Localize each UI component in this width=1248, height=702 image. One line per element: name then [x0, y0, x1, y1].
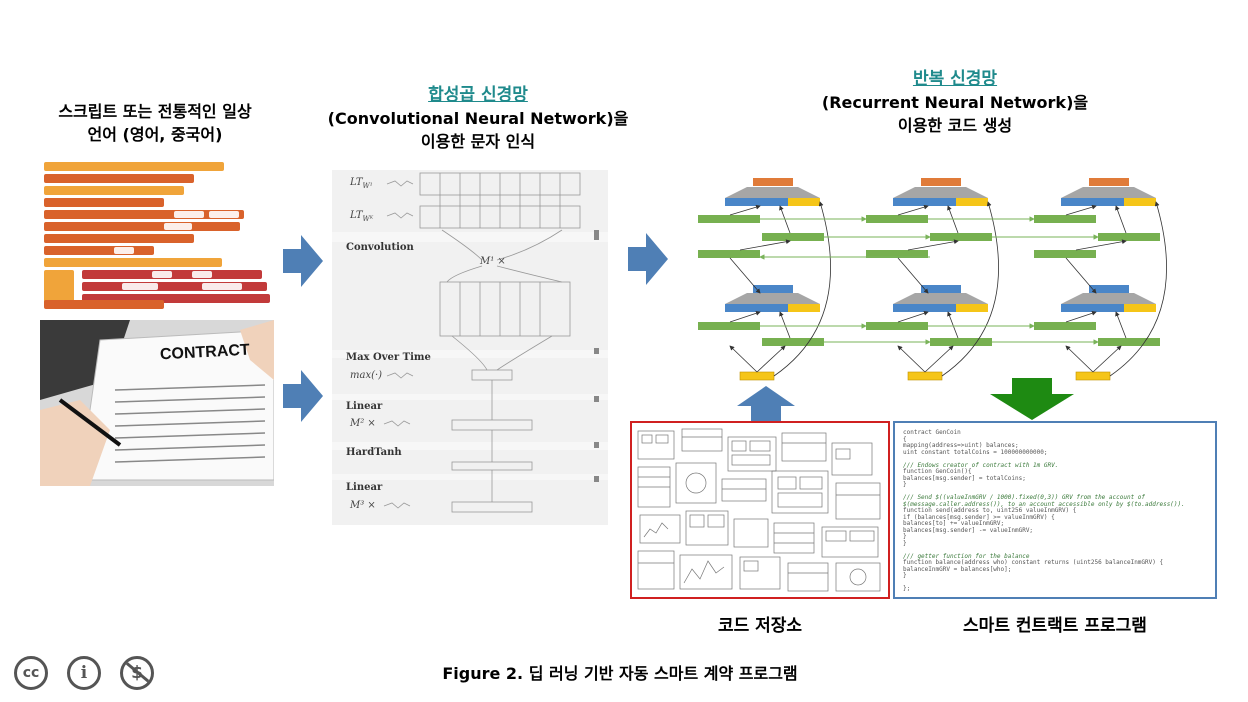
code-line: $(message.caller.address()), to an accou…	[903, 500, 1185, 508]
cnn-heading: 합성곱 신경망 (Convolutional Neural Network)을 …	[318, 84, 638, 153]
rnn-heading-line2: (Recurrent Neural Network)을	[821, 93, 1089, 112]
cc-license-icon: cc	[14, 656, 48, 690]
left-heading-line2: 언어 (영어, 중국어)	[87, 125, 223, 144]
left-heading-line1: 스크립트 또는 전통적인 일상	[58, 102, 252, 121]
code-line: balanceInmGRV = balances[who];	[903, 565, 1012, 573]
smart-contract-code-panel: contract GenCoin { mapping(address=>uint…	[893, 421, 1217, 599]
code-line: /// Send $((valueInmGRV / 1000).fixed(0,…	[903, 494, 1146, 501]
cnn-lt1: LTW¹	[350, 177, 373, 190]
code-line: mapping(address=>uint) balances;	[903, 442, 1019, 449]
code-line: /// Endows creator of contract with 1m G…	[903, 461, 1059, 469]
code-line: }	[903, 572, 907, 579]
code-line: function balance(address who) constant r…	[903, 559, 1164, 566]
code-line: balances[msg.sender] -= valueInmGRV;	[903, 526, 1034, 534]
rnn-diagram	[698, 178, 1167, 381]
cnn-heading-line2: (Convolutional Neural Network)을	[327, 109, 629, 128]
rnn-column	[866, 178, 999, 381]
code-line: }	[903, 539, 907, 547]
cnn-lines	[383, 172, 599, 513]
noncommercial-icon: $	[120, 656, 154, 690]
attribution-icon: i	[67, 656, 101, 690]
rnn-heading-line1: 반복 신경망	[912, 69, 998, 89]
cnn-hardtanh-label: HardTanh	[346, 447, 402, 458]
code-line: };	[903, 585, 911, 592]
smart-contract-caption: 스마트 컨트랙트 프로그램	[963, 616, 1147, 636]
code-line: contract GenCoin	[903, 429, 961, 436]
code-line: }	[903, 533, 907, 540]
code-line: {	[903, 435, 907, 443]
cnn-linear1-label: Linear	[346, 401, 383, 412]
code-line: balances[to] += valueInmGRV;	[903, 520, 1005, 527]
arrow-up-icon	[737, 386, 795, 422]
arrow-right-icon	[283, 235, 323, 287]
rnn-heading-line3: 이용한 코드 생성	[897, 116, 1013, 135]
left-heading: 스크립트 또는 전통적인 일상 언어 (영어, 중국어)	[20, 100, 290, 146]
cnn-m2: M² ×	[350, 418, 376, 429]
arrow-right-icon	[283, 370, 323, 422]
code-line: balances[msg.sender] = totalCoins;	[903, 474, 1026, 482]
arrow-down-icon	[990, 378, 1074, 420]
contract-photo: CONTRACT	[40, 320, 274, 486]
code-line: if (balances[msg.sender] >= valueInmGRV)…	[903, 513, 1055, 521]
script-blocks-image	[42, 160, 272, 310]
cnn-m3: M³ ×	[350, 500, 376, 511]
cnn-heading-line3: 이용한 문자 인식	[420, 132, 536, 151]
cnn-linear2-label: Linear	[346, 482, 383, 493]
code-repo-panel	[630, 421, 890, 599]
contract-photo-drawing	[40, 320, 274, 486]
figure-caption: Figure 2. 딥 러닝 기반 자동 스마트 계약 프로그램	[442, 664, 798, 683]
cnn-max: max(·)	[350, 370, 383, 381]
code-line: uint constant totalCoins = 100000000000;	[903, 448, 1048, 456]
rnn-column	[698, 178, 831, 381]
cnn-lt2: LTWᴷ	[350, 210, 373, 223]
code-repo-caption: 코드 저장소	[717, 616, 803, 636]
cnn-m1: M¹ ×	[480, 256, 506, 267]
cnn-diagram: LTW¹ LTWᴷ Convolution M¹ × Max Over Time…	[332, 170, 608, 525]
rnn-column	[1034, 178, 1167, 381]
cnn-max-over-time-label: Max Over Time	[346, 352, 431, 363]
rnn-heading: 반복 신경망 (Recurrent Neural Network)을 이용한 코…	[795, 68, 1115, 137]
arrow-right-icon	[628, 233, 668, 285]
sketch-drawings	[637, 428, 881, 592]
code-line: }	[903, 481, 907, 488]
cnn-convolution-label: Convolution	[346, 242, 414, 253]
code-line: function send(address to, uint256 valueI…	[903, 507, 1077, 514]
cnn-heading-line1: 합성곱 신경망	[428, 85, 528, 105]
code-line: /// getter function for the balance	[903, 552, 1030, 560]
code-line: function GenCoin(){	[903, 468, 972, 475]
